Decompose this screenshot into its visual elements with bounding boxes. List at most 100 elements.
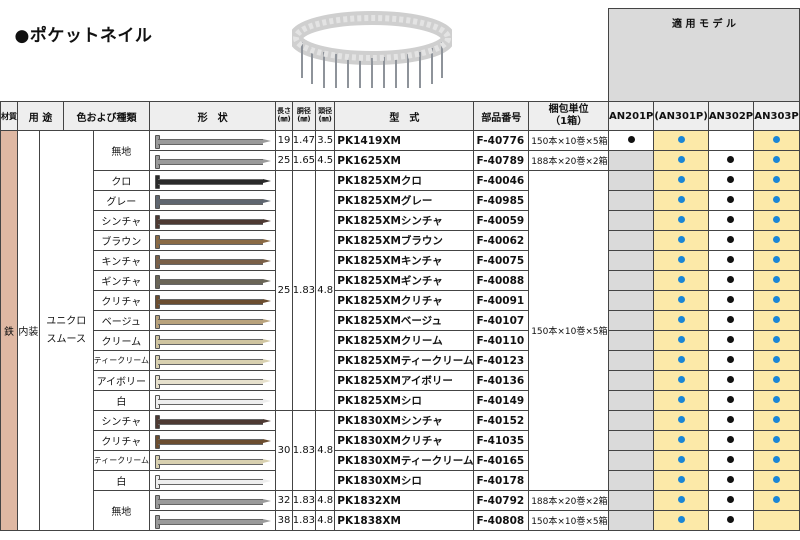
use-header: 用 途 bbox=[16, 101, 65, 131]
nail-cell bbox=[148, 350, 277, 371]
model-header: 型 式 bbox=[334, 101, 475, 131]
head-cell: 4.5 bbox=[315, 150, 336, 171]
blue-dot-icon bbox=[773, 236, 781, 243]
blue-dot-icon bbox=[677, 456, 685, 463]
color-cell: グレー bbox=[92, 190, 150, 211]
model-cell: PK1832XM bbox=[334, 490, 475, 511]
applicability-cell bbox=[608, 510, 655, 531]
blue-dot-icon bbox=[677, 296, 685, 303]
len-cell: 30 bbox=[275, 410, 293, 491]
applicability-cell bbox=[707, 170, 755, 191]
applicability-cell bbox=[753, 150, 800, 171]
part-cell: F-40776 bbox=[473, 130, 530, 151]
shank-header: 胴径(㎜) bbox=[291, 101, 317, 131]
black-dot-icon bbox=[727, 156, 735, 163]
nail-cell bbox=[148, 430, 277, 451]
nail-shape bbox=[153, 234, 273, 249]
model-cell: PK1825XMギンチャ bbox=[334, 270, 475, 291]
len-cell: 25 bbox=[275, 170, 293, 411]
length-header: 長さ(㎜) bbox=[275, 101, 293, 131]
blue-dot-icon bbox=[773, 356, 781, 363]
applicability-cell bbox=[707, 330, 755, 351]
applicability-cell bbox=[707, 370, 755, 391]
nail-shape bbox=[153, 194, 273, 209]
pack-cell: 150本×10巻×5箱 bbox=[528, 170, 610, 491]
applicability-cell bbox=[608, 410, 655, 431]
black-dot-icon bbox=[727, 196, 735, 203]
blue-dot-icon bbox=[677, 156, 685, 163]
blue-dot-icon bbox=[677, 136, 685, 143]
applicability-cell bbox=[608, 250, 655, 271]
applicability-cell bbox=[608, 390, 655, 411]
applicability-cell bbox=[753, 370, 800, 391]
black-dot-icon bbox=[727, 316, 735, 323]
applicability-cell bbox=[707, 450, 755, 471]
applicability-cell bbox=[707, 150, 755, 171]
shank-cell: 1.65 bbox=[291, 150, 317, 171]
nail-cell bbox=[148, 270, 277, 291]
nail-shape bbox=[153, 274, 273, 289]
color-cell: シンチャ bbox=[92, 410, 150, 431]
pack-cell: 188本×20巻×2箱 bbox=[528, 150, 610, 171]
applicability-cell bbox=[608, 450, 655, 471]
applicability-cell bbox=[707, 350, 755, 371]
shank-cell: 1.47 bbox=[291, 130, 317, 151]
applicability-cell bbox=[608, 190, 655, 211]
part-cell: F-40059 bbox=[473, 210, 530, 231]
model-an302p: AN302P bbox=[707, 101, 755, 131]
pack-cell: 150本×10巻×5箱 bbox=[528, 510, 610, 531]
head-cell: 4.8 bbox=[315, 510, 336, 531]
applicability-cell bbox=[753, 410, 800, 431]
shank-cell: 1.83 bbox=[291, 490, 317, 511]
model-cell: PK1625XM bbox=[334, 150, 475, 171]
len-cell: 32 bbox=[275, 490, 293, 511]
head-header: 頭径(㎜) bbox=[315, 101, 336, 131]
applicability-cell bbox=[653, 490, 709, 511]
applicability-cell bbox=[608, 150, 655, 171]
model-cell: PK1825XMクリーム bbox=[334, 330, 475, 351]
shank-cell: 1.83 bbox=[291, 170, 317, 411]
applicability-cell bbox=[707, 490, 755, 511]
part-cell: F-40149 bbox=[473, 390, 530, 411]
model-an303p: AN303P bbox=[753, 101, 800, 131]
applicability-cell bbox=[707, 430, 755, 451]
applicability-cell bbox=[653, 310, 709, 331]
model-cell: PK1825XMティークリーム bbox=[334, 350, 475, 371]
head-cell: 3.5 bbox=[315, 130, 336, 151]
model-cell: PK1825XMベージュ bbox=[334, 310, 475, 331]
model-cell: PK1825XMクロ bbox=[334, 170, 475, 191]
applicability-cell bbox=[753, 490, 800, 511]
applicability-cell bbox=[608, 310, 655, 331]
color-cell: 白 bbox=[92, 470, 150, 491]
model-an301p: (AN301P) bbox=[653, 101, 709, 131]
applicability-cell bbox=[753, 210, 800, 231]
applicability-cell bbox=[608, 170, 655, 191]
model-cell: PK1825XMキンチャ bbox=[334, 250, 475, 271]
applicability-cell bbox=[653, 510, 709, 531]
nail-shape bbox=[153, 254, 273, 269]
len-cell: 19 bbox=[275, 130, 293, 151]
part-cell: F-40107 bbox=[473, 310, 530, 331]
blue-dot-icon bbox=[677, 256, 685, 263]
applicability-cell bbox=[753, 270, 800, 291]
applicability-cell bbox=[707, 270, 755, 291]
blue-dot-icon bbox=[773, 476, 781, 483]
black-dot-icon bbox=[727, 296, 735, 303]
head-cell: 4.8 bbox=[315, 410, 336, 491]
applicability-cell bbox=[608, 470, 655, 491]
applicability-cell bbox=[653, 170, 709, 191]
part-cell: F-41035 bbox=[473, 430, 530, 451]
black-dot-icon bbox=[727, 356, 735, 363]
shank-cell: 1.83 bbox=[291, 510, 317, 531]
product-table: ●ポケットネイル 適 用 モ デ ル 材質 用 途 色および種類 形 状 長さ(… bbox=[0, 8, 800, 531]
color-cell: 白 bbox=[92, 390, 150, 411]
